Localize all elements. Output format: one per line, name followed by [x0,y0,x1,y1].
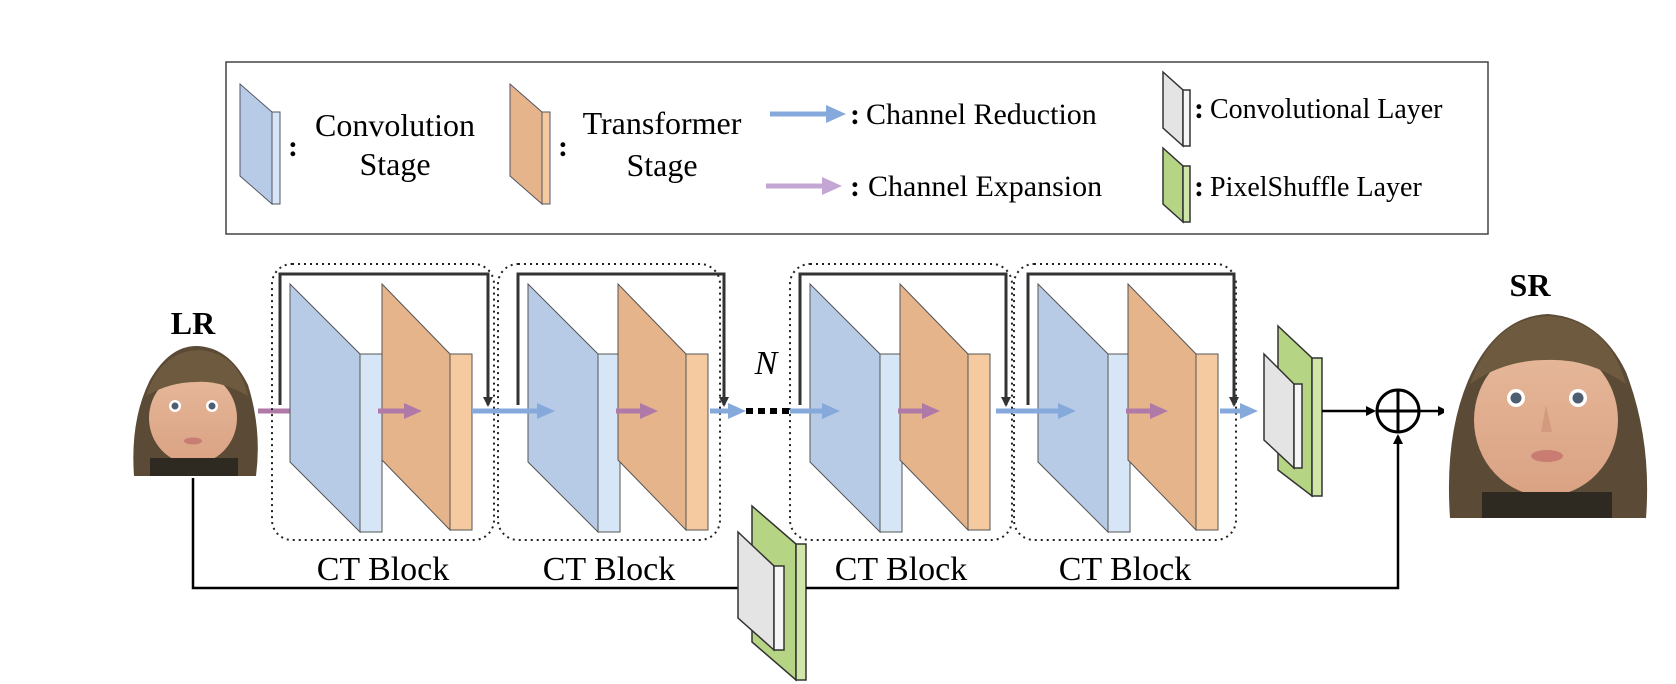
legend-colon: : [558,130,568,163]
sr-label: SR [1510,267,1552,303]
transformer-stage [381,282,473,532]
transformer-stage [617,282,709,532]
legend-colon: : [850,98,860,131]
ct-block-label: CT Block [1059,551,1192,588]
convolution-stage [1037,282,1131,534]
legend-frame [225,61,1489,235]
convolution-stage [809,282,903,534]
channel-reduction-arrow [710,403,746,419]
legend-channel-expansion-arrow [766,177,842,195]
elementwise-add-icon [1375,388,1421,434]
channel-reduction-arrow [1220,403,1258,419]
legend-convolutional-layer-icon [1162,70,1191,148]
channel-expansion-arrow [378,403,422,419]
global-skip-arrow [191,478,748,593]
legend-colon: : [850,170,860,203]
legend-channel-expansion-label: Channel Expansion [868,170,1102,203]
legend-pixelshuffle-label: PixelShuffle Layer [1210,172,1422,203]
channel-expansion-arrow [898,403,940,419]
legend-channel-reduction-arrow [770,105,846,123]
repeat-n-label: N [754,345,780,382]
legend: : Convolution Stage : Transformer Stage … [225,61,1489,235]
lr-face-image [128,345,258,476]
residual-skip-arrow [798,272,1011,407]
channel-expansion-arrow [616,403,658,419]
legend-convolutional-layer-label: Convolutional Layer [1210,94,1443,125]
transformer-stage [1127,282,1219,532]
legend-transformer-stage-icon [509,82,551,206]
ct-block-label: CT Block [543,551,676,588]
ct-block-label: CT Block [317,551,450,588]
legend-transformer-label-line2: Stage [626,147,697,183]
ct-block-frame [271,263,495,541]
skip-to-adder-arrow [806,434,1403,590]
channel-reduction-arrow [472,403,555,419]
convolution-stage [527,282,621,534]
legend-channel-reduction-label: Channel Reduction [866,98,1097,131]
convolution-stage [289,282,383,534]
residual-skip-arrow [1026,272,1239,407]
pipeline: CT Block CT Block CT Block CT Block N [191,263,1448,682]
sr-face-image [1444,312,1650,518]
residual-skip-arrow [516,272,729,407]
lr-label: LR [171,305,216,341]
channel-reduction-arrow [996,403,1076,419]
legend-transformer-label-line1: Transformer [583,105,742,141]
ct-block-label: CT Block [835,551,968,588]
ct-block-frame [789,263,1013,541]
legend-colon: : [1194,92,1204,125]
legend-colon: : [288,130,298,163]
legend-colon: : [1194,170,1204,203]
upsample-convolutional-layer [1263,352,1303,470]
legend-convolution-label-line2: Stage [359,146,430,182]
transformer-stage [899,282,991,532]
channel-expansion-arrow [1126,403,1168,419]
residual-skip-arrow [278,272,493,407]
skip-convolutional-layer [737,530,785,652]
channel-reduction-arrow [790,403,840,419]
legend-pixelshuffle-layer-icon [1162,146,1191,224]
legend-convolution-label-line1: Convolution [315,107,475,143]
legend-convolution-stage-icon [239,82,281,206]
